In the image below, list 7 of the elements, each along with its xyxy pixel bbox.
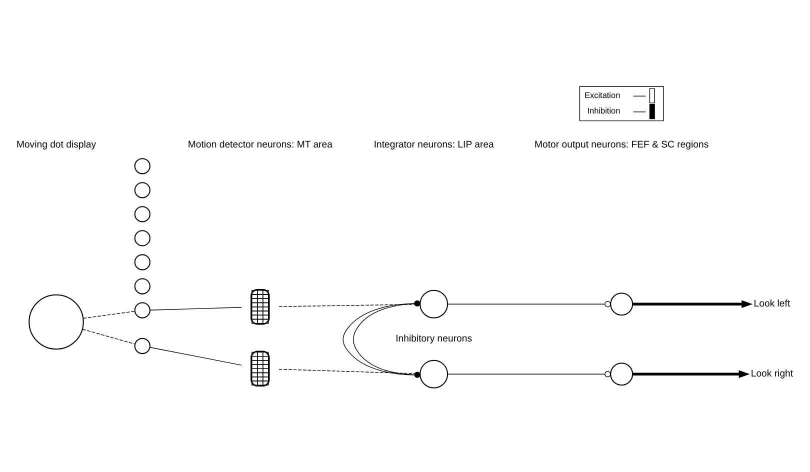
node-text: Look right (750, 368, 794, 380)
label: Motor output neurons: FEF & SC regions (534, 138, 709, 150)
node-text: Look left (754, 298, 790, 310)
label: Motion detector neurons: MT area (188, 138, 332, 150)
label: Inhibitory neurons (396, 333, 472, 344)
label: Moving dot display (16, 138, 96, 150)
label: Integrator neurons: LIP area (374, 138, 494, 150)
